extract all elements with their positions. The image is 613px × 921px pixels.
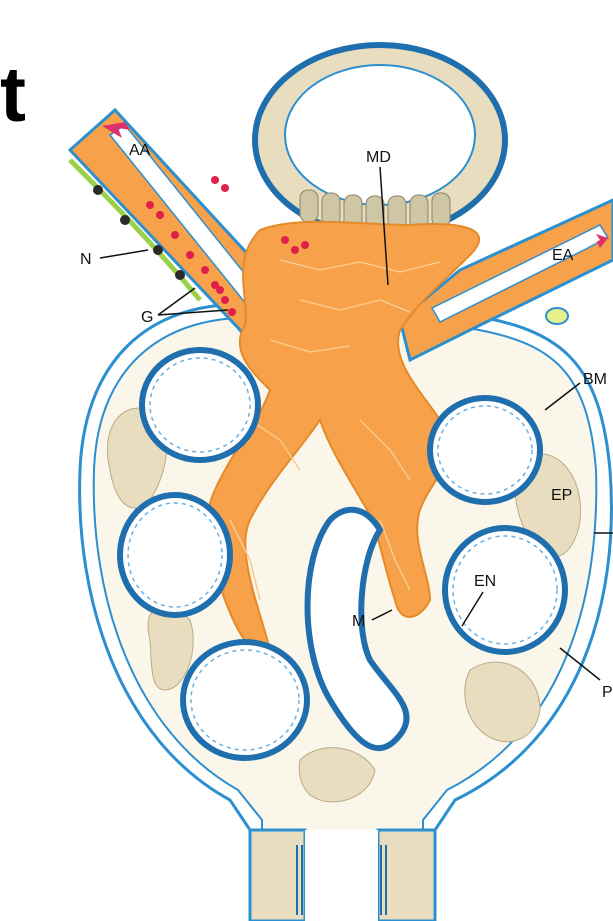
capillary-loop-1 <box>142 350 258 460</box>
peripolar-cell <box>546 308 568 324</box>
label-en: EN <box>474 573 496 590</box>
label-n: N <box>80 251 92 268</box>
label-ep: EP <box>551 487 572 504</box>
label-ea: EA <box>552 247 574 264</box>
label-p: P <box>602 684 613 701</box>
label-md: MD <box>366 149 391 166</box>
label-g: G <box>141 309 153 326</box>
label-m: M <box>352 613 365 630</box>
proximal-tubule-lumen <box>305 830 378 921</box>
label-aa: AA <box>129 142 151 159</box>
capillary-loop-2 <box>430 398 540 502</box>
label-bm: BM <box>583 371 607 388</box>
capillary-loop-4 <box>445 528 565 652</box>
macula-densa-tubule-lumen <box>285 65 475 205</box>
capillary-loop-5 <box>183 642 307 758</box>
capillary-loop-3 <box>120 495 230 615</box>
